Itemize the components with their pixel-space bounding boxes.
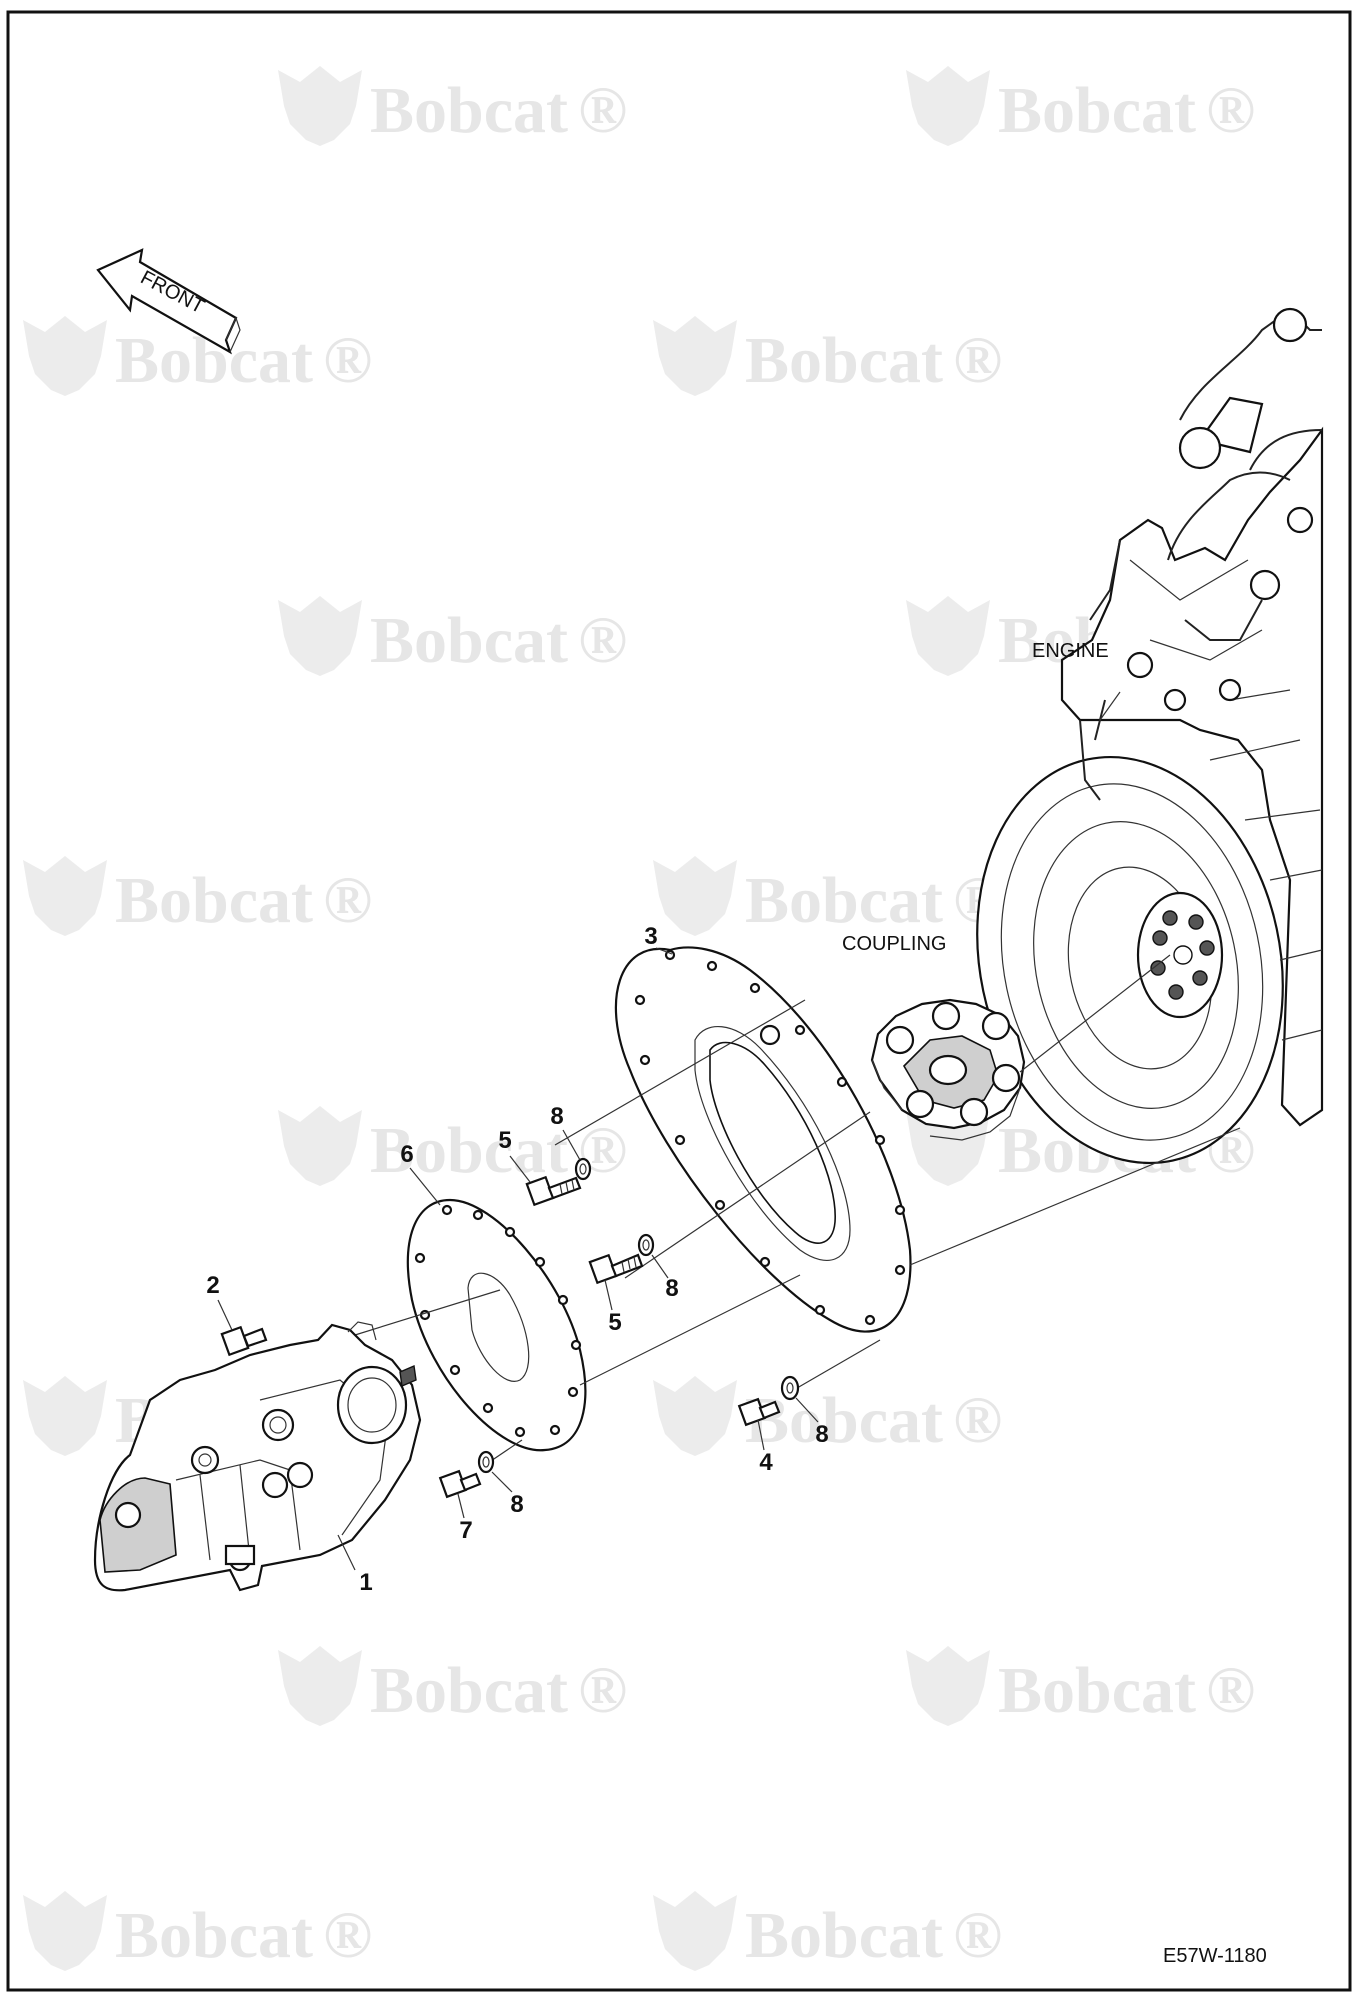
bobcat-watermark-reg: ®: [953, 324, 1002, 397]
bobcat-watermark-text: Bobcat: [998, 74, 1196, 147]
bobcat-watermark: Bobcat®: [653, 316, 1002, 397]
bobcat-watermark-reg: ®: [578, 1654, 627, 1727]
drawing-frame: [6, 10, 1352, 1992]
bobcat-logo-icon: [653, 316, 737, 396]
callout-2: 2: [206, 1272, 219, 1299]
bobcat-logo-icon: [653, 1891, 737, 1971]
bobcat-watermark-reg: ®: [953, 1899, 1002, 1972]
bobcat-logo-icon: [23, 316, 107, 396]
bobcat-logo-icon: [278, 66, 362, 146]
bobcat-watermark-text: Bobcat: [370, 74, 568, 147]
bobcat-watermark: Bobcat®: [23, 1891, 372, 1972]
bobcat-watermark: Bobcat®: [906, 1646, 1255, 1727]
bobcat-watermark-reg: ®: [1206, 74, 1255, 147]
bobcat-watermark: Bobcat®: [653, 1891, 1002, 1972]
engine-label: ENGINE: [1032, 640, 1109, 662]
callout-1: 1: [359, 1569, 372, 1596]
bobcat-logo-icon: [278, 596, 362, 676]
bobcat-watermark-reg: ®: [578, 604, 627, 677]
bobcat-watermark: Bobcat®: [906, 66, 1255, 147]
part-8-washer-d: [477, 1450, 495, 1474]
bobcat-logo-icon: [906, 1106, 990, 1186]
part-5-bolt-lower: [588, 1253, 644, 1285]
bobcat-watermark: Bobcat®: [653, 1376, 1002, 1457]
bobcat-watermark-reg: ®: [578, 74, 627, 147]
part-8-washer-b: [637, 1233, 655, 1257]
bobcat-watermark-reg: ®: [953, 1384, 1002, 1457]
bobcat-watermark: Bobcat®: [653, 856, 1002, 937]
part-6-pump-plate: 6: [400, 1141, 587, 1452]
callout-4: 4: [759, 1449, 773, 1476]
part-7-bolt: [438, 1469, 482, 1499]
assembly-centerlines: [354, 954, 1241, 1466]
callout-7: 7: [459, 1517, 472, 1544]
bobcat-logo-icon: [906, 1646, 990, 1726]
bobcat-logo-icon: [906, 66, 990, 146]
part-2-bolt: [220, 1325, 268, 1357]
part-8-washer-a: [574, 1157, 592, 1181]
callout-8-middle: 8: [665, 1275, 678, 1302]
bobcat-logo-icon: [23, 856, 107, 936]
bobcat-watermark-text: Bobcat: [115, 864, 313, 937]
callouts: 2 5 8 5 8 4 8 7 8: [206, 1103, 828, 1544]
bobcat-logo-icon: [653, 1376, 737, 1456]
watermark-layer: Bobcat®Bobcat®Bobcat®Bobcat®Bobcat®Bobca…: [23, 66, 1255, 1972]
part-4-bolt: [737, 1397, 781, 1427]
drawing-id: E57W-1180: [1163, 1945, 1267, 1967]
bobcat-watermark: Bobcat®: [23, 856, 372, 937]
callout-5-upper: 5: [498, 1127, 511, 1154]
bobcat-watermark-reg: ®: [323, 864, 372, 937]
bobcat-watermark: Bobcat®: [278, 1106, 627, 1187]
callout-8-lower-left: 8: [510, 1491, 523, 1518]
bobcat-logo-icon: [278, 1646, 362, 1726]
bobcat-watermark-reg: ®: [323, 324, 372, 397]
engine-drawing: ENGINE: [976, 307, 1324, 1165]
bobcat-watermark-text: Bobcat: [745, 1384, 943, 1457]
callout-5-lower: 5: [608, 1309, 621, 1336]
bobcat-watermark: Bobcat®: [278, 66, 627, 147]
fasteners: [220, 1157, 800, 1499]
bobcat-logo-icon: [23, 1376, 107, 1456]
bobcat-watermark-text: Bobcat: [745, 864, 943, 937]
part-3-adapter-plate: 3: [614, 923, 912, 1333]
bobcat-logo-icon: [278, 1106, 362, 1186]
callout-8-lower-right: 8: [815, 1421, 828, 1448]
part-8-washer-c: [780, 1375, 800, 1401]
bobcat-watermark-text: Bobcat: [745, 1899, 943, 1972]
bobcat-watermark-text: Bobcat: [998, 1654, 1196, 1727]
coupling-drawing: COUPLING: [842, 933, 1026, 1141]
bobcat-logo-icon: [906, 596, 990, 676]
bobcat-watermark-text: Bobcat: [370, 604, 568, 677]
bobcat-watermark: Bobcat®: [278, 1646, 627, 1727]
bobcat-watermark-reg: ®: [1206, 1654, 1255, 1727]
callout-6: 6: [400, 1141, 413, 1168]
coupling-label: COUPLING: [842, 933, 946, 955]
callout-3: 3: [644, 923, 657, 950]
bobcat-watermark: Bobcat®: [278, 596, 627, 677]
part-1-hydraulic-pump: 1: [93, 1321, 422, 1596]
bobcat-logo-icon: [23, 1891, 107, 1971]
part-5-bolt-upper: [525, 1175, 582, 1207]
bobcat-watermark-text: Bobcat: [745, 324, 943, 397]
callout-8-upper: 8: [550, 1103, 563, 1130]
bobcat-watermark-reg: ®: [323, 1899, 372, 1972]
bobcat-logo-icon: [653, 856, 737, 936]
bobcat-watermark-text: Bobcat: [370, 1654, 568, 1727]
bobcat-watermark-text: Bobcat: [370, 1114, 568, 1187]
bobcat-watermark-text: Bobcat: [115, 1899, 313, 1972]
